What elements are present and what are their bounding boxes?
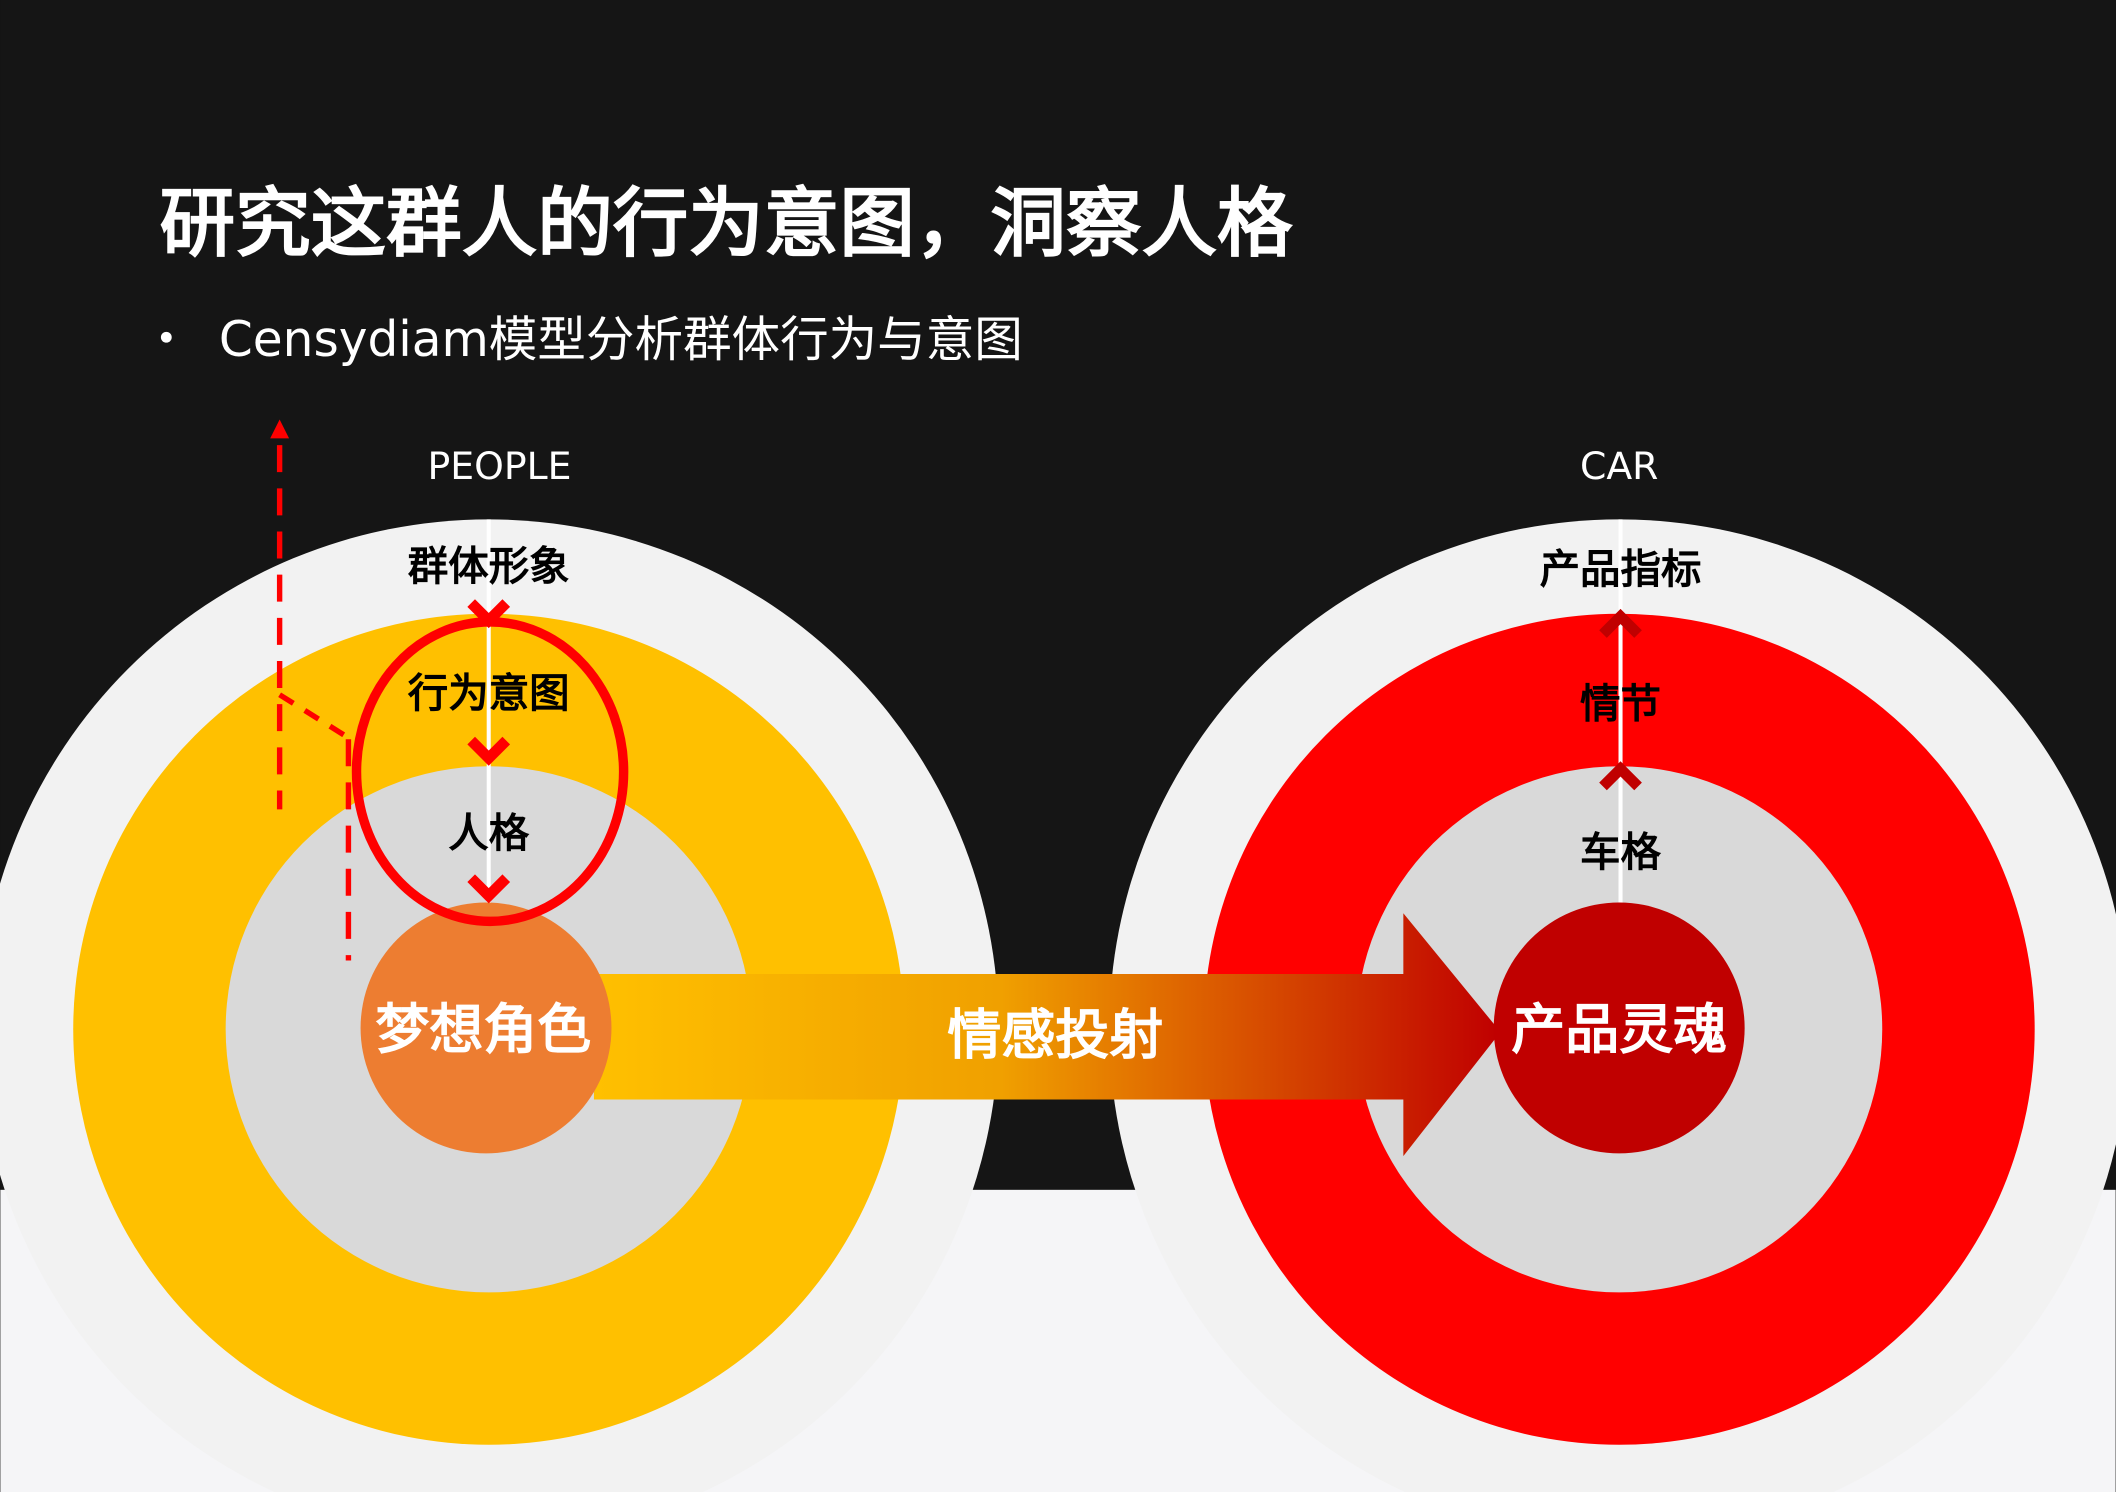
- bullet-dot: [160, 331, 172, 343]
- car-core-circle: [1493, 902, 1745, 1154]
- people-outer-label: 群体形象: [408, 542, 570, 590]
- arrow-up-icon: [270, 419, 290, 439]
- people-middle-label: 行为意图: [408, 669, 570, 717]
- people-inner-label: 人格: [448, 809, 529, 857]
- car-middle-label: 情节: [1580, 680, 1661, 728]
- projection-arrow: [593, 913, 1501, 1157]
- dashed-connector: [276, 445, 352, 961]
- people-core-circle: [360, 902, 612, 1154]
- car-core-label: 产品灵魂: [1511, 998, 1727, 1061]
- chevron-down-icon: [467, 874, 511, 904]
- highlight-ellipse: [351, 617, 629, 927]
- people-heading: PEOPLE: [427, 444, 571, 488]
- car-inner-label: 车格: [1580, 828, 1661, 876]
- people-core-label: 梦想角色: [375, 998, 591, 1061]
- bullet-text: Censydiam模型分析群体行为与意图: [219, 312, 1023, 368]
- car-heading: CAR: [1580, 444, 1658, 488]
- car-outer-label: 产品指标: [1540, 545, 1702, 593]
- page-title: 研究这群人的行为意图，洞察人格: [160, 180, 1293, 268]
- chevron-down-icon: [467, 736, 511, 766]
- arrow-label: 情感投射: [947, 1004, 1163, 1067]
- chevron-up-icon: [1599, 608, 1642, 638]
- chevron-up-icon: [1599, 761, 1642, 791]
